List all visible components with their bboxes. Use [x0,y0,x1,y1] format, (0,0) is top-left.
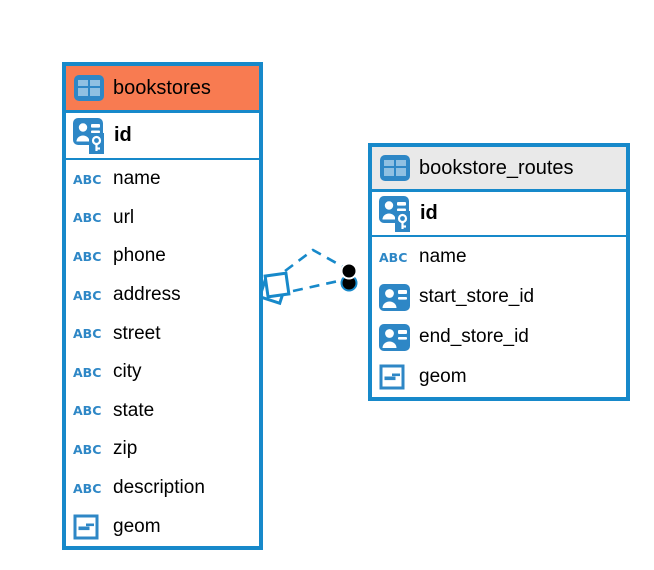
column-row[interactable]: ABC city [66,353,259,392]
text-type-icon: ABC [73,287,102,303]
column-name: zip [113,438,138,460]
table-icon [380,155,410,181]
text-type-icon: ABC [73,210,102,226]
column-name: name [113,168,161,190]
text-type-icon: ABC [73,441,102,457]
column-name: end_store_id [419,326,529,347]
geometry-type-icon [73,514,104,540]
column-row[interactable]: geom [372,357,626,397]
column-row-pk[interactable]: id [372,192,626,237]
reference-type-icon [379,323,410,351]
column-row[interactable]: ABC state [66,392,259,431]
column-name: id [114,124,132,146]
table-name: bookstore_routes [419,156,574,179]
text-type-icon: ABC [379,249,408,265]
column-name: street [113,322,161,344]
column-row[interactable]: start_store_id [372,277,626,317]
column-row[interactable]: ABC description [66,469,259,508]
column-row[interactable]: ABC phone [66,237,259,276]
column-name: url [113,206,135,228]
column-name: start_store_id [419,286,535,307]
column-row[interactable]: ABC street [66,314,259,353]
geometry-type-icon [379,364,410,390]
column-row[interactable]: end_store_id [372,317,626,357]
primary-key-icon [379,195,411,232]
many-end-marker[interactable] [257,271,291,306]
column-row[interactable]: geom [66,507,259,546]
column-name: geom [419,366,467,387]
text-type-icon: ABC [73,326,102,342]
text-type-icon: ABC [73,171,102,187]
column-name: description [113,477,205,499]
text-type-icon: ABC [73,364,102,380]
table-header-bookstores[interactable]: bookstores [66,66,259,113]
column-name: geom [113,515,161,537]
column-name: address [113,284,181,306]
column-row[interactable]: ABC address [66,276,259,315]
table-icon [74,75,104,101]
relationship-line-lower[interactable] [292,278,344,293]
column-row[interactable]: ABC name [372,237,626,277]
table-node-bookstores[interactable]: bookstores id ABC name [62,62,263,550]
column-name: id [420,202,438,224]
column-name: state [113,399,155,421]
table-node-bookstore-routes[interactable]: bookstore_routes id ABC name [368,143,630,401]
column-row[interactable]: ABC zip [66,430,259,469]
column-name: name [419,246,467,267]
column-row[interactable]: ABC name [66,160,259,199]
column-row-pk[interactable]: id [66,113,259,160]
column-row[interactable]: ABC url [66,199,259,238]
reference-type-icon [379,283,410,311]
one-end-marker[interactable] [340,262,358,292]
text-type-icon: ABC [73,403,102,419]
text-type-icon: ABC [73,480,102,496]
primary-key-icon [73,117,105,154]
relationship-line-upper[interactable] [284,248,348,273]
text-type-icon: ABC [73,248,102,264]
table-header-bookstore-routes[interactable]: bookstore_routes [372,147,626,192]
column-name: city [113,361,142,383]
column-name: phone [113,245,166,267]
table-name: bookstores [113,76,211,99]
